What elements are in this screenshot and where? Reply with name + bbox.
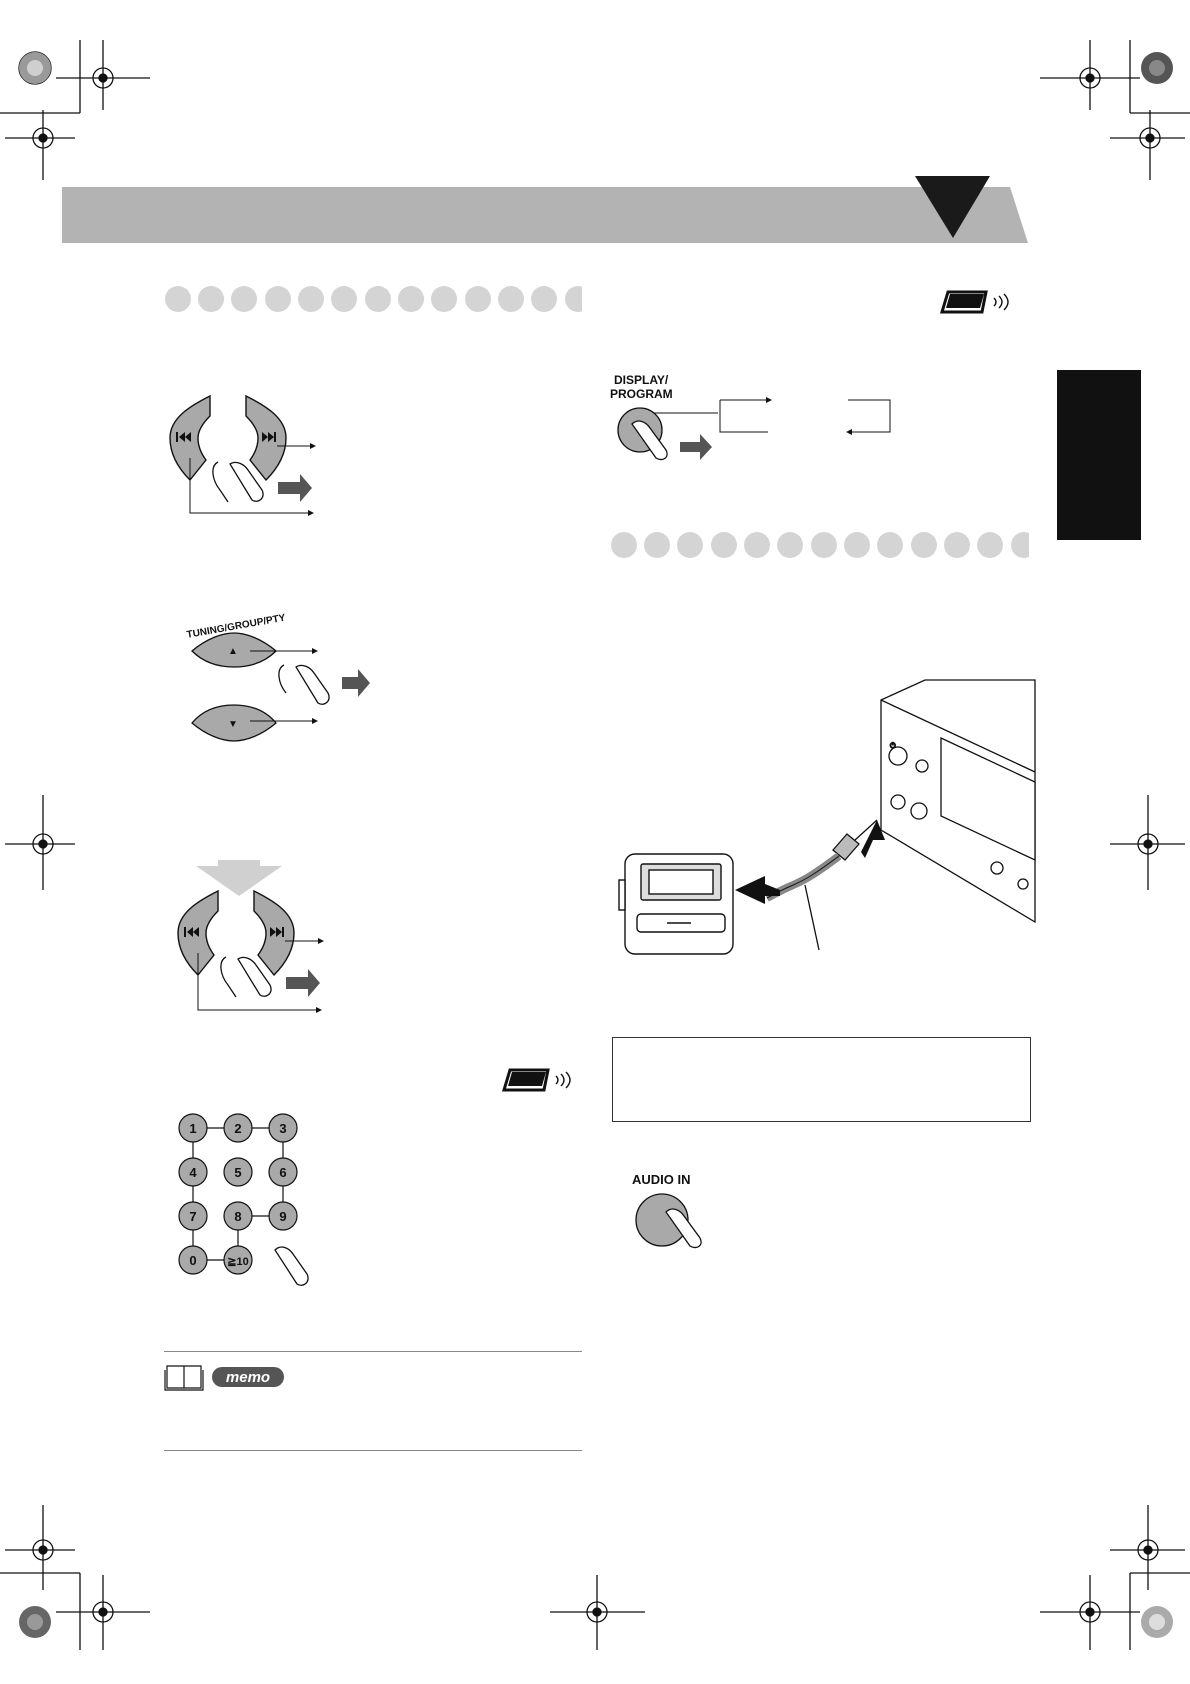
portable-player-icon [618, 853, 734, 955]
display-program-diagram: DISPLAY/ PROGRAM [608, 372, 908, 472]
gray-arrow-icon [342, 669, 370, 697]
remote-control-icon [501, 1068, 571, 1092]
up-arrow-icon: ▲ [228, 646, 238, 657]
key-7 [178, 1201, 208, 1231]
key-9-label: 9 [279, 1209, 286, 1224]
memo-badge: memo [164, 1362, 294, 1392]
key-4 [178, 1157, 208, 1187]
book-icon [164, 1365, 204, 1391]
key-3-label: 3 [279, 1121, 286, 1136]
audio-in-diagram: AUDIO IN [620, 1170, 730, 1270]
key-1-label: 1 [189, 1121, 196, 1136]
key-6-label: 6 [279, 1165, 286, 1180]
display-program-label-1: DISPLAY/ [614, 373, 669, 387]
finger-press-icon [665, 1208, 702, 1249]
key-7-label: 7 [189, 1209, 196, 1224]
gray-arrow-icon [680, 434, 712, 460]
skip-button-pair [160, 390, 330, 520]
main-unit-icon: ⏻ [880, 679, 1036, 924]
number-keypad: 1 2 3 4 5 6 7 8 9 0 ≧10 [175, 1110, 335, 1290]
skip-button-pair-2 [168, 885, 338, 1020]
key-5 [223, 1157, 253, 1187]
key-0-label: 0 [189, 1253, 196, 1268]
audio-connection-illustration: ⏻ [615, 679, 1036, 970]
side-tab [1057, 370, 1141, 540]
key-10plus-label: ≧10 [227, 1256, 248, 1268]
key-10plus [223, 1245, 253, 1275]
memo-label: memo [226, 1369, 270, 1386]
key-8 [223, 1201, 253, 1231]
section-dots-right [611, 532, 1029, 558]
gray-arrow-icon [286, 969, 320, 997]
section-dots-left [165, 286, 582, 312]
tuning-group-pty-diagram: TUNING/GROUP/PTY ▲ ▼ [186, 613, 386, 750]
key-3 [268, 1113, 298, 1143]
header-band [0, 0, 1190, 260]
note-box [612, 1037, 1031, 1122]
key-8-label: 8 [234, 1209, 241, 1224]
key-0 [178, 1245, 208, 1275]
key-2-label: 2 [234, 1121, 241, 1136]
svg-text:⏻: ⏻ [890, 742, 896, 750]
remote-control-icon [939, 290, 1009, 314]
audio-in-button [635, 1193, 689, 1247]
finger-press-icon [631, 420, 668, 461]
memo-bottom-rule [164, 1450, 582, 1451]
audio-in-label: AUDIO IN [632, 1172, 691, 1187]
finger-press-icon [274, 1246, 309, 1286]
gray-arrow-icon [278, 474, 312, 502]
key-5-label: 5 [234, 1165, 241, 1180]
down-arrow-icon: ▼ [228, 719, 238, 730]
gray-down-arrow-icon [190, 860, 290, 900]
finger-press-icon [278, 664, 330, 705]
memo-top-rule [164, 1351, 582, 1352]
key-4-label: 4 [189, 1165, 197, 1180]
key-6 [268, 1157, 298, 1187]
key-1 [178, 1113, 208, 1143]
key-2 [223, 1113, 253, 1143]
key-9 [268, 1201, 298, 1231]
display-program-label-2: PROGRAM [610, 387, 673, 401]
color-target-icon [19, 52, 1173, 1638]
tuning-down-button [191, 704, 277, 742]
